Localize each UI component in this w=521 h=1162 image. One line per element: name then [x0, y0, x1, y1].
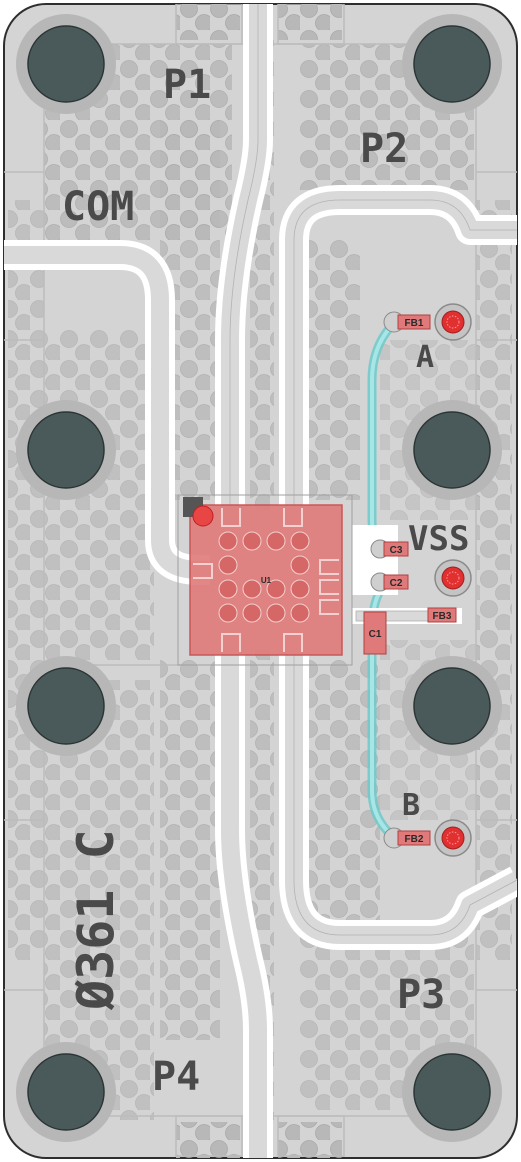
mounting-holes: [16, 14, 502, 1142]
rf-traces: [4, 4, 517, 1158]
hole-mid-left-lower: [16, 656, 116, 756]
c2-label: C2: [390, 578, 403, 589]
test-pad-b: [434, 819, 472, 857]
com-label: COM: [62, 184, 134, 230]
c3-label: C3: [390, 545, 403, 556]
hole-top-left: [16, 14, 116, 114]
u1-label: U1: [261, 576, 272, 585]
fb2-label: FB2: [405, 834, 424, 845]
test-pad-a: [434, 303, 472, 341]
vss-label: VSS: [408, 519, 469, 559]
port-label-p1: P1: [163, 62, 211, 108]
component-fb2: FB2: [383, 827, 431, 849]
component-fb1: FB1: [383, 311, 431, 333]
hole-bottom-right: [402, 1042, 502, 1142]
ic-u1: U1: [177, 494, 353, 666]
fb1-label: FB1: [405, 318, 424, 329]
a-label: A: [416, 340, 434, 375]
part-number-label: Ø361 C: [67, 829, 125, 1011]
hole-mid-right-upper: [402, 400, 502, 500]
component-c2: C2: [370, 572, 409, 592]
component-c3: C3: [370, 539, 409, 559]
hole-top-right: [402, 14, 502, 114]
b-label: B: [402, 788, 420, 823]
port-label-p4: P4: [152, 1054, 200, 1100]
component-fb3: FB3: [427, 607, 457, 623]
hole-bottom-left: [16, 1042, 116, 1142]
port-label-p3: P3: [397, 972, 445, 1018]
fb3-label: FB3: [433, 611, 452, 622]
hole-mid-right-lower: [402, 656, 502, 756]
c1-label: C1: [369, 629, 382, 640]
component-c1: C1: [363, 611, 387, 655]
hole-mid-left-upper: [16, 400, 116, 500]
pin1-dot: [192, 505, 214, 527]
port-label-p2: P2: [360, 126, 408, 172]
test-pad-vss: [434, 559, 472, 597]
